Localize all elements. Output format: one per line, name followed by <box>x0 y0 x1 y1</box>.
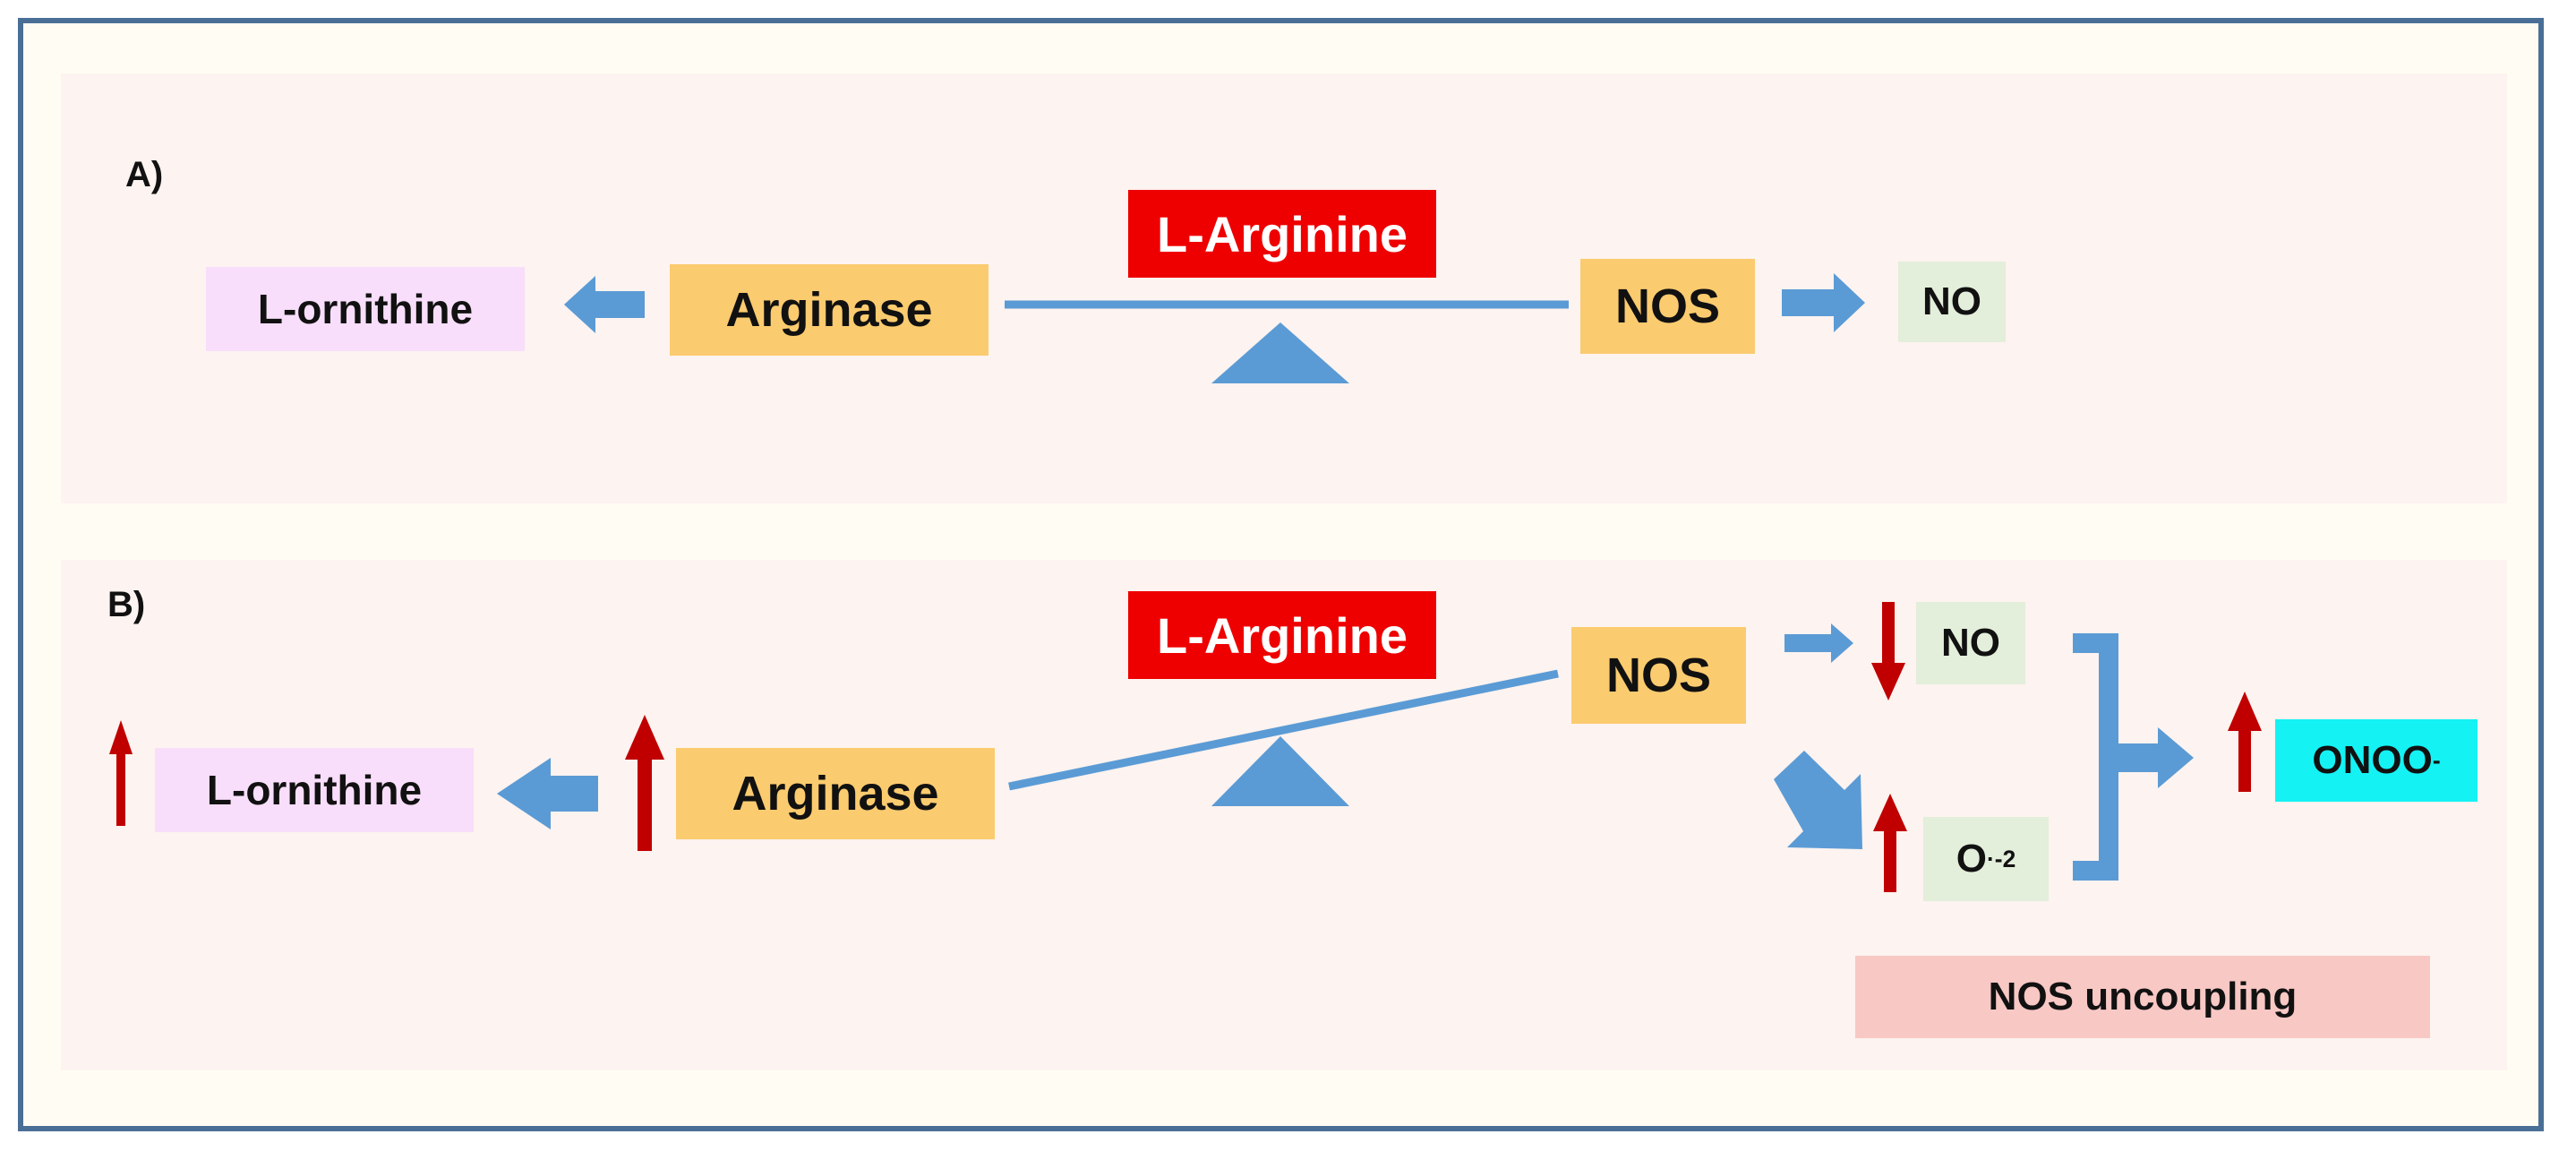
peroxynitrite-sup: - <box>2432 746 2441 774</box>
panel-b-fulcrum <box>1211 736 1349 806</box>
panel-b-product-l-ornithine: L-ornithine <box>155 748 474 832</box>
panel-a-substrate-l-arginine: L-Arginine <box>1128 190 1436 278</box>
panel-b-product-peroxynitrite: ONOO- <box>2275 719 2478 802</box>
panel-b-arrow-to-no-icon <box>1784 623 1853 663</box>
panel-b-product-no: NO <box>1916 602 2025 684</box>
panel-a-label: A) <box>125 154 164 194</box>
superoxide-sup: ·- <box>1986 845 2003 872</box>
panel-a-enzyme-nos: NOS <box>1580 259 1755 354</box>
combine-bracket-icon <box>2073 633 2118 881</box>
panel-a-arrow-to-no-icon <box>1782 273 1865 332</box>
peroxynitrite-base: ONOO <box>2312 738 2433 782</box>
red-up-arrow-ornithine-icon <box>109 720 133 826</box>
nos-uncoupling-label: NOS uncoupling <box>1855 956 2430 1038</box>
panel-b-substrate-l-arginine: L-Arginine <box>1128 591 1436 679</box>
panel-a-arrow-to-ornithine-icon <box>564 276 645 333</box>
panel-b-enzyme-nos: NOS <box>1571 627 1746 724</box>
superoxide-base: O <box>1956 837 1987 881</box>
panel-b-balance-beam <box>1008 669 1559 791</box>
panel-b-product-superoxide: O·-2 <box>1923 817 2049 901</box>
red-down-arrow-no-icon <box>1871 602 1905 700</box>
panel-b-label: B) <box>107 584 146 624</box>
red-up-arrow-arginase-icon <box>625 715 664 851</box>
panel-b-arrow-to-ornithine-icon <box>497 758 598 829</box>
panel-b-enzyme-arginase: Arginase <box>676 748 995 839</box>
panel-a-enzyme-arginase: Arginase <box>670 264 988 356</box>
panel-a-product-l-ornithine: L-ornithine <box>206 267 525 351</box>
panel-b-arrow-to-superoxide-icon <box>1774 751 1862 849</box>
panel-a-product-no: NO <box>1898 262 2006 342</box>
arrow-to-peroxynitrite-icon <box>2109 727 2194 788</box>
red-up-arrow-superoxide-icon <box>1873 794 1907 892</box>
superoxide-sub: 2 <box>2002 845 2016 872</box>
panel-a-fulcrum <box>1211 322 1349 383</box>
red-up-arrow-peroxynitrite-icon <box>2228 692 2262 792</box>
